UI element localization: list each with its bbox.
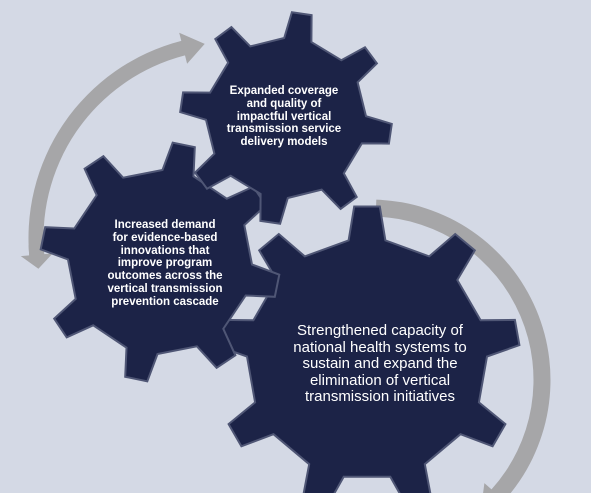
left-arc-arrow-icon: [28, 32, 205, 263]
gears: [39, 11, 521, 493]
right-arc-arrow-icon: [375, 199, 551, 493]
gear-top: [179, 11, 393, 225]
gear-top-shape: [179, 11, 393, 225]
left-arc-arrowhead-icon: [20, 244, 53, 269]
gear-bottom-shape: [213, 205, 521, 493]
cycle-arrows: [20, 32, 551, 493]
gear-bottom: [213, 205, 521, 493]
